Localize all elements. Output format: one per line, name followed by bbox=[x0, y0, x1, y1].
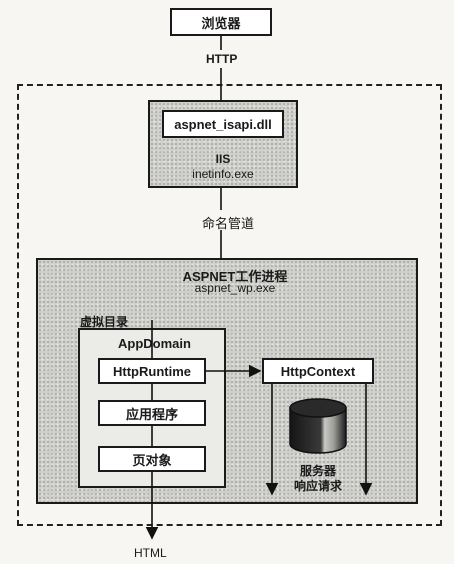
http-runtime-label: HttpRuntime bbox=[113, 363, 191, 379]
aspnet-isapi-label: aspnet_isapi.dll bbox=[174, 116, 272, 132]
named-pipe-label: 命名管道 bbox=[202, 216, 255, 231]
server-label: 服务器 bbox=[299, 464, 336, 478]
browser-label: 浏览器 bbox=[201, 15, 241, 31]
respond-request-label: 响应请求 bbox=[293, 479, 342, 493]
system-boundary bbox=[17, 84, 442, 526]
appdomain-label: AppDomain bbox=[118, 336, 191, 351]
http-context-box: HttpContext bbox=[262, 358, 374, 384]
worker-process-exe: aspnet_wp.exe bbox=[194, 281, 276, 295]
page-object-label: 页对象 bbox=[132, 452, 172, 468]
http-label: HTTP bbox=[206, 52, 238, 66]
worker-process-title: ASPNET工作进程 bbox=[182, 269, 288, 284]
iis-name: IIS bbox=[215, 152, 231, 166]
iis-exe: inetinfo.exe bbox=[192, 167, 254, 181]
virtual-directory-label: 虚拟目录 bbox=[80, 315, 129, 329]
page-object-box: 页对象 bbox=[98, 446, 206, 472]
http-runtime-box: HttpRuntime bbox=[98, 358, 206, 384]
browser-box: 浏览器 bbox=[170, 8, 272, 36]
application-label: 应用程序 bbox=[125, 406, 178, 422]
application-box: 应用程序 bbox=[98, 400, 206, 426]
html-output-label: HTML bbox=[134, 546, 167, 560]
aspnet-isapi-box: aspnet_isapi.dll bbox=[162, 110, 284, 138]
http-context-label: HttpContext bbox=[280, 363, 356, 379]
